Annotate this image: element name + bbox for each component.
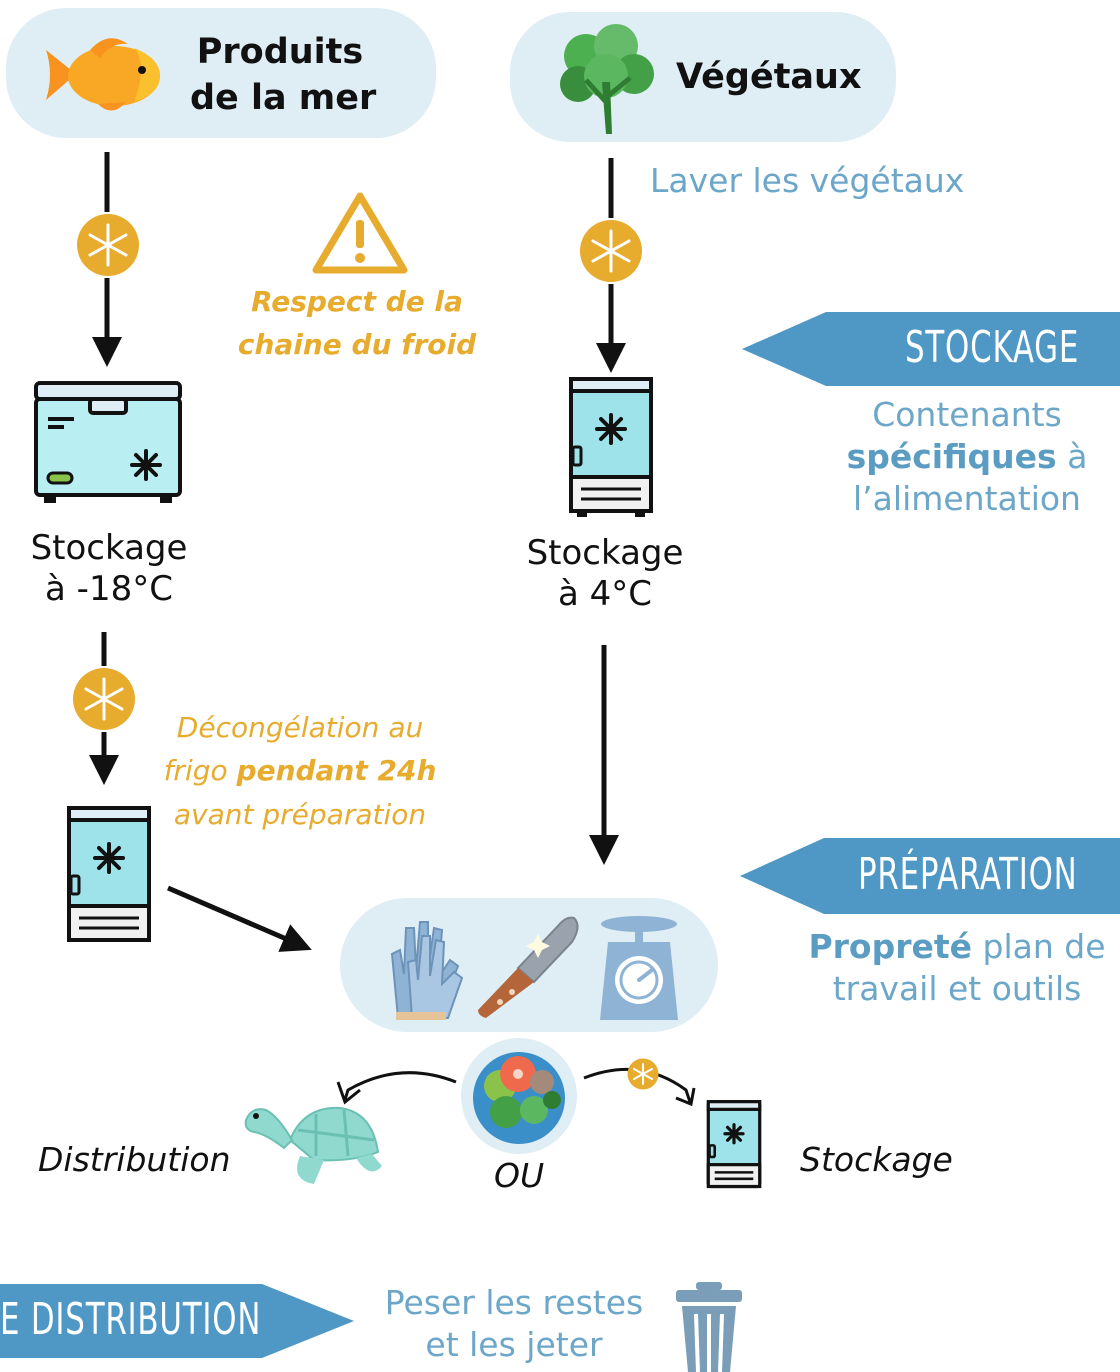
distribution-note: Peser les restes et les jeter <box>384 1283 644 1364</box>
food-bowl-icon <box>461 1038 577 1154</box>
fridge-icon <box>569 377 653 517</box>
plants-title: Végétaux <box>676 57 862 97</box>
scale-icon <box>600 916 678 1020</box>
stockage-note-after: à <box>1056 436 1088 476</box>
freezer-chest-icon <box>34 381 182 503</box>
preparation-note-after: plan de <box>972 927 1106 966</box>
snowflake-badge-icon <box>580 220 642 282</box>
turtle-icon <box>244 1106 382 1184</box>
stockage-note: Contenants spécifiques à l’alimentation <box>846 395 1088 518</box>
snowflake-badge-icon <box>627 1058 659 1090</box>
stockage-banner <box>742 312 1120 386</box>
fish-icon <box>46 38 160 111</box>
fridge-icon <box>706 1100 762 1189</box>
distribution-banner <box>0 1284 354 1358</box>
snowflake-badge-icon <box>77 214 139 276</box>
fridge-label: Stockage à 4°C <box>526 533 684 615</box>
distribution-banner-label: E DISTRIBUTION <box>0 1294 262 1345</box>
freezer-label: Stockage à -18°C <box>30 528 188 610</box>
outcome-distribution: Distribution <box>38 1140 231 1179</box>
preparation-note: Propreté plan de travail et outils <box>808 927 1106 1008</box>
knife-icon <box>478 916 579 1018</box>
gloves-icon <box>390 921 464 1020</box>
warning-icon <box>312 192 408 274</box>
seafood-title: Produits de la mer <box>190 32 377 118</box>
thaw-note: Décongélation au frigo pendant 24h avant… <box>163 711 437 831</box>
thaw-note-pre: frigo <box>163 754 237 788</box>
trash-can-icon <box>676 1282 742 1372</box>
thaw-note-bold: pendant 24h <box>236 754 437 788</box>
outcome-stockage: Stockage <box>800 1140 953 1179</box>
preparation-banner-label: PRÉPARATION <box>858 849 1078 900</box>
fridge-icon <box>67 806 151 942</box>
stockage-note-bold: spécifiques <box>846 436 1057 476</box>
stockage-banner-label: STOCKAGE <box>905 322 1080 373</box>
preparation-banner <box>740 838 1120 914</box>
outcome-or: OU <box>494 1156 545 1195</box>
snowflake-badge-icon <box>73 668 135 730</box>
preparation-note-bold: Propreté <box>808 927 973 966</box>
cold-chain-warning: Respect de la chaine du froid <box>237 285 477 362</box>
lettuce-icon <box>560 24 654 134</box>
wash-plants-label: Laver les végétaux <box>650 161 965 200</box>
